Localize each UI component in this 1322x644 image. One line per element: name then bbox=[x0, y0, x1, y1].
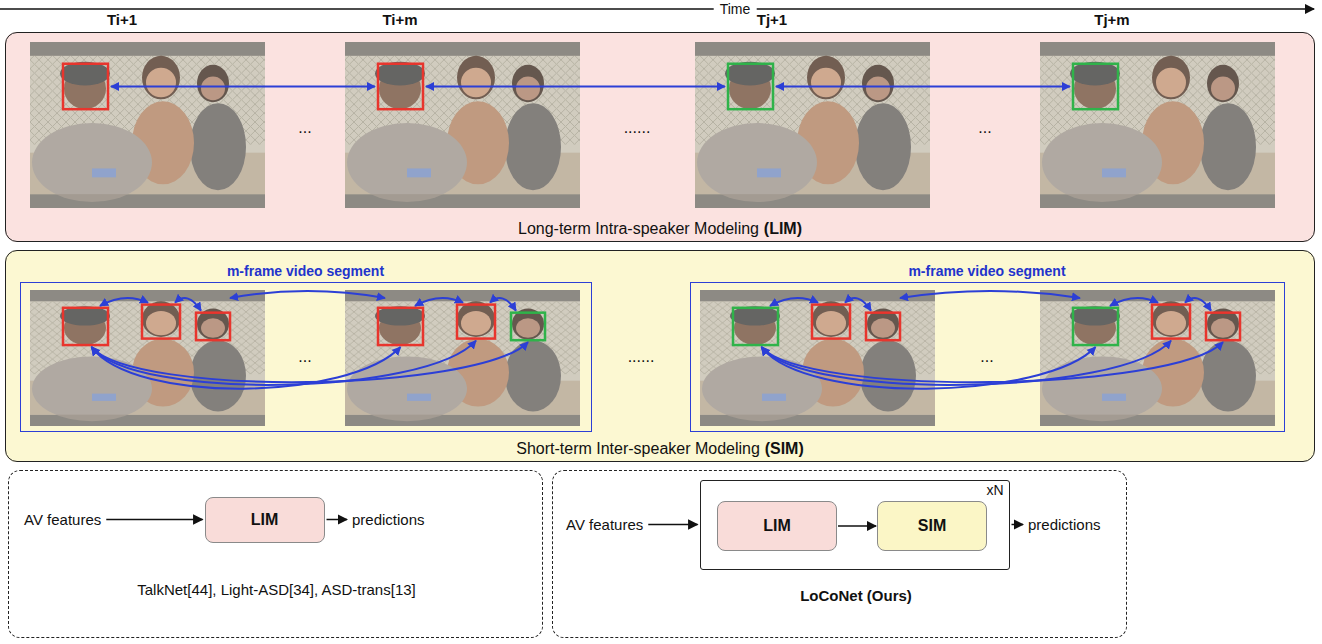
group-caption: TalkNet[44], Light-ASD[34], ASD-trans[13… bbox=[137, 581, 415, 599]
text-holder: LIM bbox=[251, 510, 279, 529]
module-box: LIM bbox=[717, 501, 837, 551]
relation-arrow bbox=[1110, 298, 1158, 306]
face-box bbox=[1073, 308, 1118, 345]
face-box bbox=[457, 305, 495, 339]
face-box bbox=[511, 313, 545, 341]
relation-arrow bbox=[111, 85, 375, 87]
sim-panel: Short-term Inter-speaker Modeling (SIM) m-… bbox=[5, 250, 1315, 462]
ellipsis: ... bbox=[978, 118, 991, 137]
text-holder: SIM bbox=[918, 516, 946, 535]
input-label: AV features bbox=[24, 511, 101, 529]
text-holder: LoCoNet (Ours) bbox=[701, 587, 1011, 605]
video-frame bbox=[695, 42, 930, 208]
group-caption: LoCoNet (Ours) bbox=[800, 587, 912, 605]
relation-arrow bbox=[776, 85, 1070, 87]
module-name: SIM bbox=[918, 516, 946, 535]
face-box bbox=[1206, 313, 1240, 341]
relation-arrow bbox=[770, 298, 818, 306]
ellipsis: ... bbox=[980, 347, 993, 366]
ellipsis: ... bbox=[298, 118, 311, 137]
text-holder: Short-term Inter-speaker Modeling (SIM) bbox=[6, 439, 1314, 458]
face-box bbox=[866, 313, 900, 341]
relation-arrow bbox=[845, 298, 871, 311]
face-box bbox=[63, 308, 108, 345]
flow-arrow bbox=[106, 519, 202, 521]
method-group: LoCoNet (Ours) xN LIM SIM bbox=[552, 470, 1127, 638]
face-box bbox=[142, 305, 180, 339]
repeat-block: xN LIM SIM bbox=[700, 480, 1010, 570]
relation-arrow bbox=[230, 291, 385, 298]
face-box bbox=[63, 64, 108, 109]
panel-caption: Long-term Intra-speaker Modeling bbox=[518, 219, 759, 238]
video-frame bbox=[700, 290, 935, 426]
face-box bbox=[378, 64, 423, 109]
time-index: Ti+1 bbox=[107, 11, 137, 29]
relation-arrow bbox=[426, 85, 725, 87]
repeat-count: xN bbox=[986, 482, 1003, 499]
text-holder: xN bbox=[986, 481, 1003, 499]
ellipsis: ...... bbox=[628, 347, 655, 366]
relation-arrow bbox=[415, 298, 463, 306]
module-name: LIM bbox=[251, 510, 279, 529]
module-name: LIM bbox=[763, 516, 791, 535]
input-label: AV features bbox=[566, 516, 643, 534]
time-index: Ti+m bbox=[382, 11, 417, 29]
video-frame bbox=[1040, 42, 1275, 208]
segment-title: m-frame video segment bbox=[908, 263, 1065, 280]
module-box: SIM bbox=[877, 501, 987, 551]
video-frame bbox=[345, 42, 580, 208]
module-box: LIM bbox=[205, 497, 325, 543]
baseline-group: TalkNet[44], Light-ASD[34], ASD-trans[13… bbox=[8, 470, 543, 638]
face-box bbox=[1073, 64, 1118, 109]
flow-arrow bbox=[1012, 524, 1024, 526]
video-frame bbox=[345, 290, 580, 426]
text-holder: m-frame video segment bbox=[691, 262, 1284, 280]
relation-arrow bbox=[92, 341, 477, 385]
time-axis bbox=[0, 8, 1314, 10]
video-frame bbox=[30, 290, 265, 426]
relation-arrow bbox=[175, 298, 201, 311]
panel-caption: (LIM) bbox=[764, 219, 802, 238]
relation-arrow bbox=[762, 342, 1224, 382]
panel-caption: Short-term Inter-speaker Modeling bbox=[516, 439, 760, 458]
face-box bbox=[728, 64, 773, 109]
flow-arrow bbox=[648, 524, 697, 526]
relation-arrow bbox=[490, 298, 516, 311]
text-holder: m-frame video segment bbox=[21, 262, 591, 280]
face-box bbox=[733, 308, 778, 345]
sim-panel-fill bbox=[5, 250, 1315, 462]
video-frame bbox=[30, 42, 265, 208]
relation-arrow bbox=[92, 342, 529, 382]
flow-arrow bbox=[327, 519, 348, 521]
face-box bbox=[1152, 305, 1190, 339]
face-box bbox=[812, 305, 850, 339]
output-label: predictions bbox=[1028, 516, 1101, 534]
lim-panel-fill bbox=[5, 32, 1315, 242]
panel-caption: (SIM) bbox=[765, 439, 804, 458]
ellipsis: ... bbox=[298, 347, 311, 366]
relation-arrow bbox=[762, 341, 1172, 385]
time-index: Tj+1 bbox=[757, 11, 787, 29]
ellipsis: ...... bbox=[624, 118, 651, 137]
time-index: Tj+m bbox=[1094, 11, 1129, 29]
text-holder: LIM bbox=[763, 516, 791, 535]
video-frame bbox=[1040, 290, 1275, 426]
segment-title: m-frame video segment bbox=[227, 263, 384, 280]
face-box bbox=[378, 308, 423, 345]
relation-arrow bbox=[1185, 298, 1211, 311]
relation-arrow bbox=[100, 298, 148, 306]
video-frames bbox=[30, 42, 1275, 426]
text-holder: Long-term Intra-speaker Modeling (LIM) bbox=[6, 219, 1314, 238]
text-holder: TalkNet[44], Light-ASD[34], ASD-trans[13… bbox=[9, 581, 544, 599]
axis-label: Time bbox=[714, 1, 757, 18]
relation-arrow bbox=[900, 291, 1080, 298]
face-box bbox=[196, 313, 230, 341]
lim-panel: Long-term Intra-speaker Modeling (LIM) bbox=[5, 32, 1315, 242]
flow-arrow bbox=[838, 525, 876, 527]
output-label: predictions bbox=[352, 511, 425, 529]
